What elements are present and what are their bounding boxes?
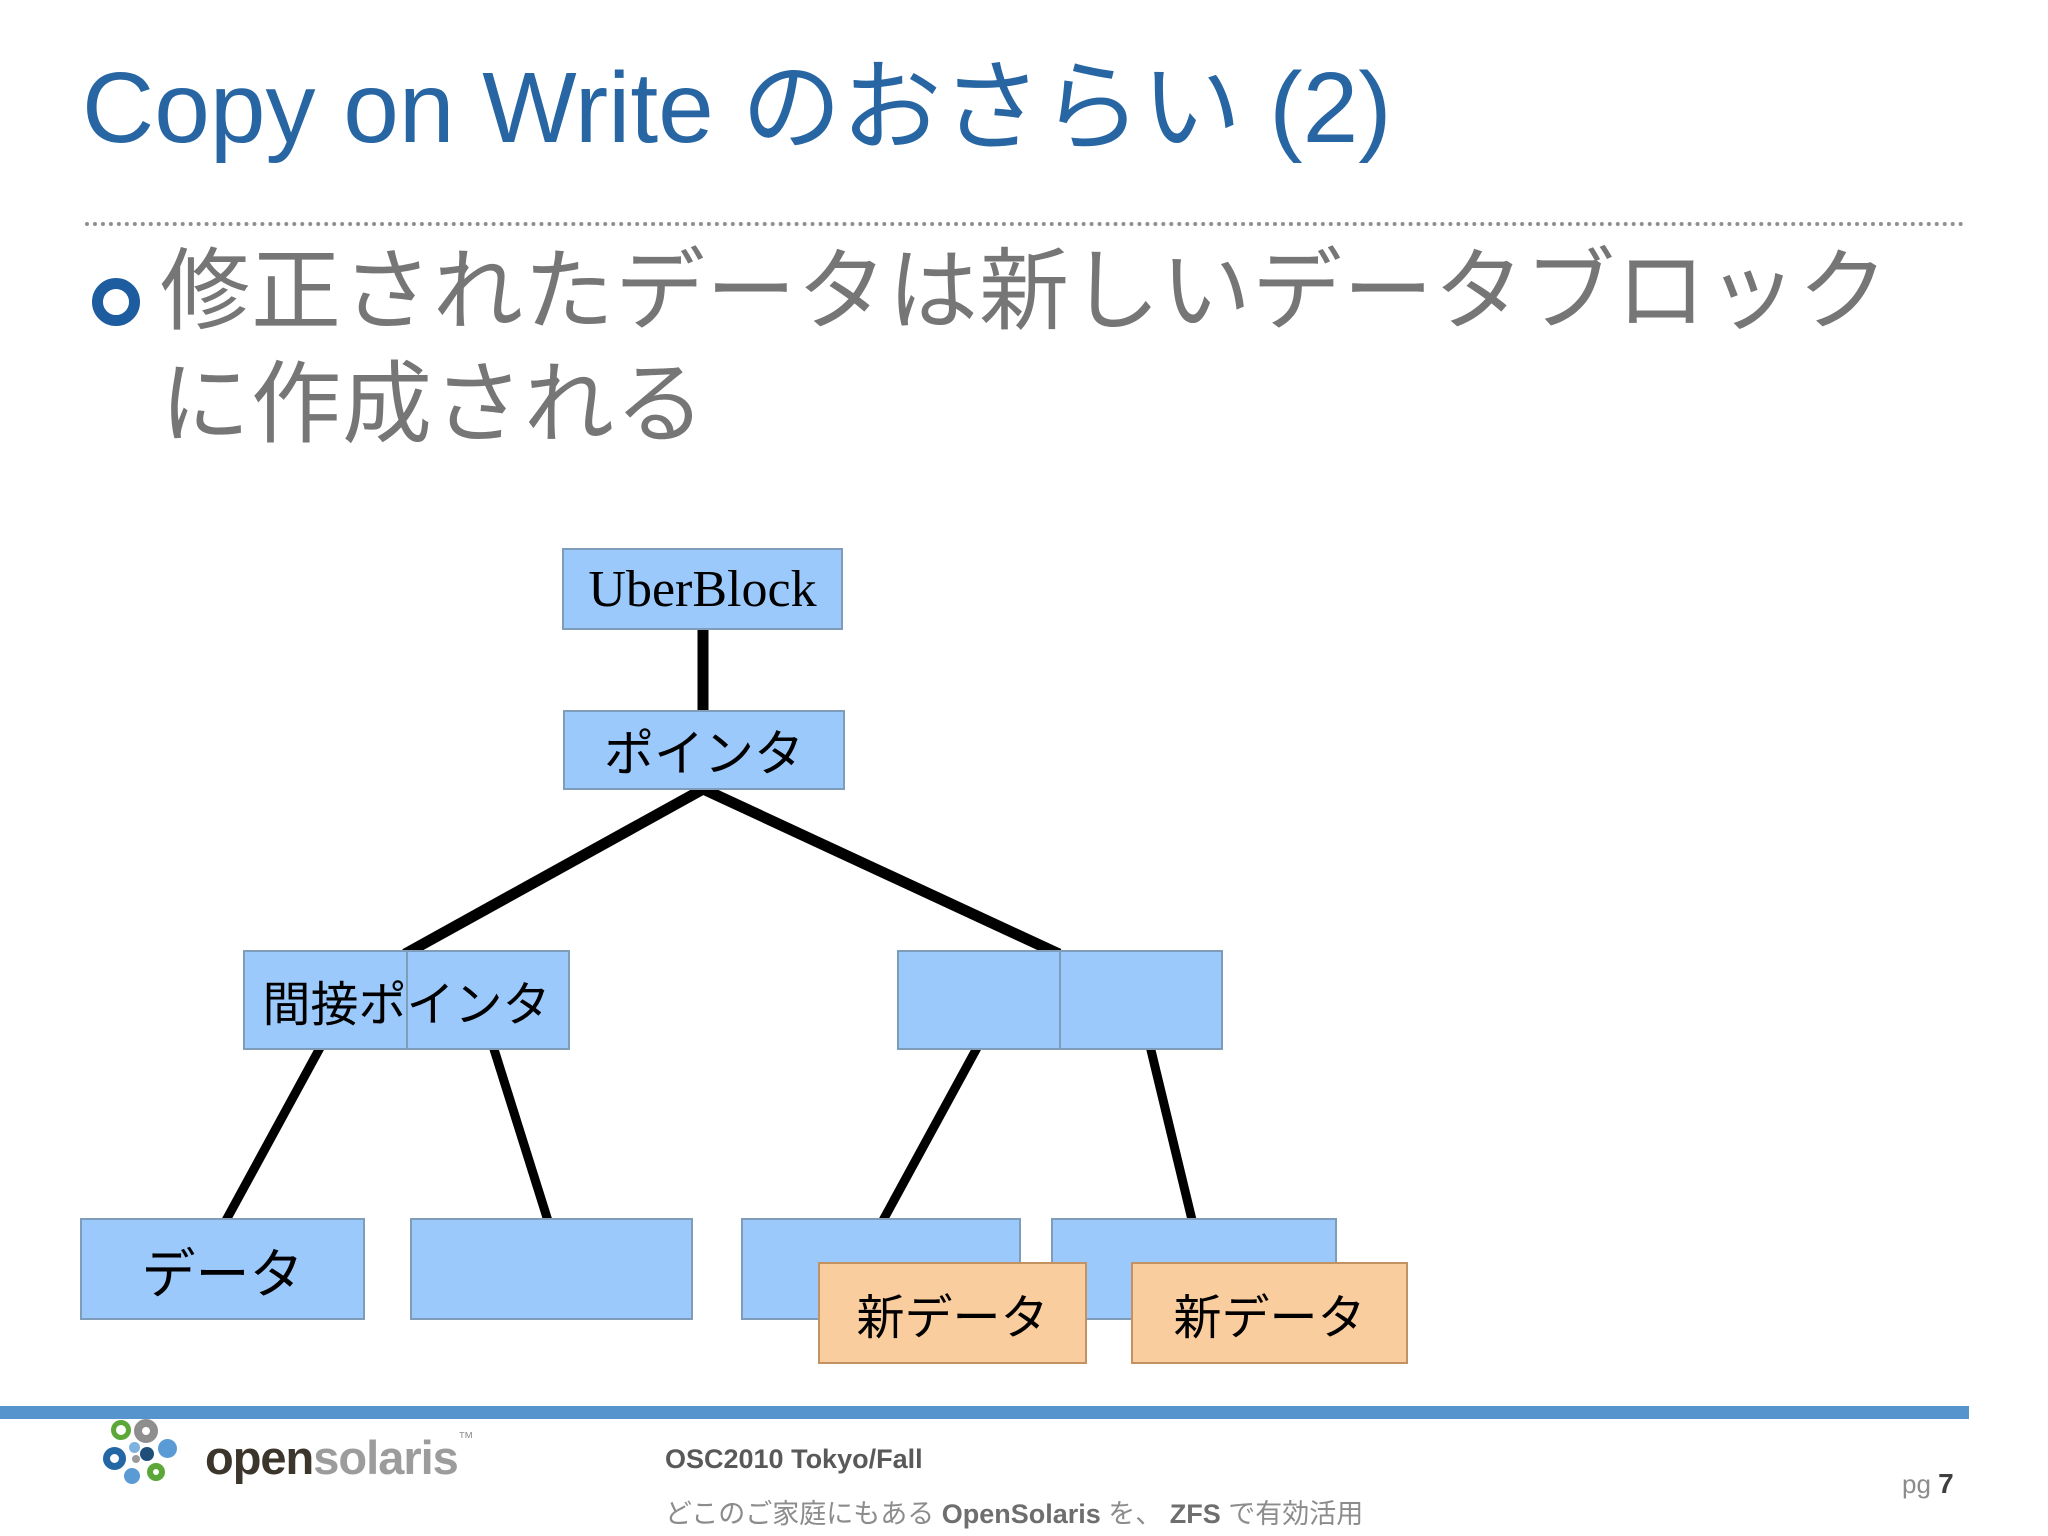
uberblock-node: UberBlock [562,548,843,630]
page-number: pg 7 [1902,1468,1954,1500]
logo-dot-blue-small [129,1442,140,1453]
footer-divider-bar [0,1406,1969,1419]
title-separator [85,222,1965,226]
pointer-node: ポインタ [563,710,845,790]
logo-dot-navy [140,1447,154,1461]
new-data-node-1: 新データ [818,1262,1087,1364]
tagline-opensolaris: OpenSolaris [941,1499,1101,1529]
wordmark-tm: ™ [457,1430,474,1447]
indirect-pointer-cell-left [245,952,408,1048]
new-data-label-2: 新データ [1173,1292,1366,1345]
indirect-pointer-pair: 間接ポインタ [243,950,570,1050]
logo-dot-green-ring-bottom [147,1463,165,1481]
footer-event-title: OSC2010 Tokyo/Fall [665,1444,923,1474]
logo-dot-green-ring-top [111,1420,131,1440]
pointer-pair-empty [897,950,1223,1050]
bullet-line-1: 修正されたデータは新しいデータブロック [160,242,1889,342]
wordmark-solaris: solaris [313,1431,459,1484]
wordmark-open: open [205,1431,314,1484]
new-data-node-2: 新データ [1131,1262,1408,1364]
page-number-value: 7 [1938,1468,1954,1499]
logo-dot-blue-bottom [124,1468,140,1484]
tagline-suffix: で有効活用 [1220,1499,1364,1529]
empty-pointer-cell-left [899,952,1061,1048]
bullet-text: 修正されたデータは新しいデータブロック に作成される [160,236,2000,462]
tagline-zfs: ZFS [1169,1499,1221,1529]
logo-dot-gray-small [132,1455,140,1463]
empty-pair-label [899,952,1221,1048]
new-data-label-1: 新データ [856,1292,1049,1345]
bullet-ring-icon [92,278,140,326]
uberblock-label: UberBlock [588,560,817,618]
tagline-prefix: どこのご家庭にもある [665,1499,942,1529]
page-title: Copy on Write のおさらい (2) [82,52,1392,164]
page-label: pg [1902,1469,1939,1499]
pointer-label: ポインタ [604,726,804,782]
data-label: データ [141,1244,304,1305]
data-node: データ [80,1218,365,1320]
bullet-line-2: に作成される [160,355,706,455]
logo-dot-gray-ring [134,1419,158,1443]
logo-dot-blue-right [158,1439,177,1458]
tagline-mid: を、 [1100,1499,1170,1529]
empty-data-node-1 [410,1218,693,1320]
opensolaris-wordmark: opensolaris™ [205,1430,474,1485]
footer-tagline: どこのご家庭にもある OpenSolaris を、 ZFS で有効活用 [665,1492,1363,1531]
indirect-pointer-label: 間接ポインタ [262,979,551,1032]
logo-dot-blue-ring-left [103,1447,126,1470]
